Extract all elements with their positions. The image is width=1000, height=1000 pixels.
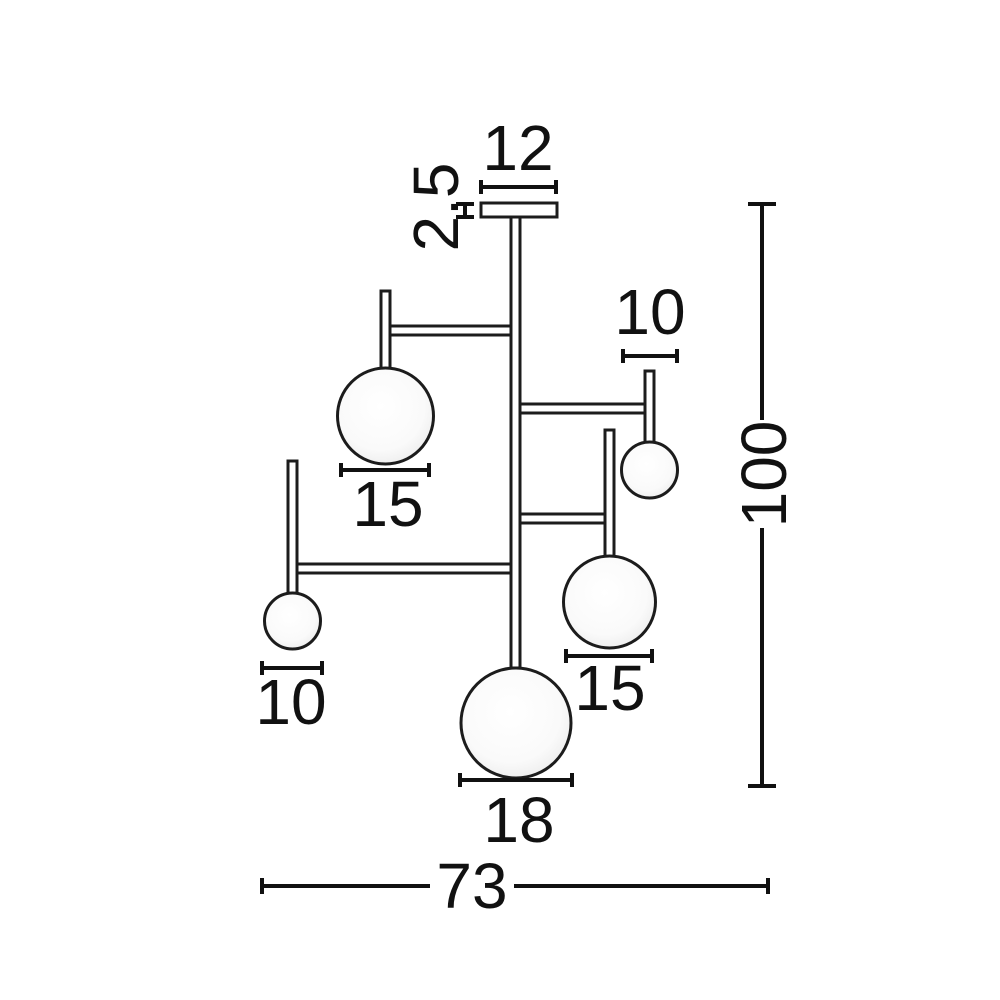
arm-upper-left xyxy=(381,324,519,337)
dimension-overall-width: 73 xyxy=(260,850,770,922)
overall-height-label: 100 xyxy=(728,421,800,528)
mid-right-globe-label: 15 xyxy=(574,652,645,724)
dimension-canopy-width: 12 xyxy=(479,112,558,194)
globe-bottom xyxy=(459,666,573,780)
canopy-width-label: 12 xyxy=(482,112,553,184)
dimension-right-small-globe: 10 xyxy=(614,276,686,363)
dimension-canopy-thickness: 2.5 xyxy=(400,163,474,252)
dimension-mid-right-globe: 15 xyxy=(564,649,654,724)
dimension-upper-left-globe: 15 xyxy=(339,463,431,540)
dimension-overall-height: 100 xyxy=(728,202,800,788)
drop-rod-upper-left xyxy=(379,289,392,371)
globe-right-small xyxy=(620,440,679,500)
upper-left-globe-label: 15 xyxy=(352,468,423,540)
lamp-structure xyxy=(263,201,679,780)
left-small-globe-label: 10 xyxy=(255,666,326,738)
drop-rod-left xyxy=(286,459,299,597)
dimension-bottom-globe: 18 xyxy=(458,773,574,856)
globe-mid-right xyxy=(562,554,657,650)
drop-rod-mid-right xyxy=(603,428,616,560)
globe-upper-left xyxy=(336,366,435,466)
arm-mid-right xyxy=(512,512,613,525)
central-stem xyxy=(509,214,522,670)
arm-right xyxy=(512,402,653,415)
bottom-globe-label: 18 xyxy=(483,784,554,856)
ceiling-canopy xyxy=(479,201,559,219)
canopy-thickness-label: 2.5 xyxy=(400,163,472,252)
drop-rod-right xyxy=(643,369,656,446)
globe-left-small xyxy=(263,591,322,651)
dimension-left-small-globe: 10 xyxy=(255,661,327,738)
overall-width-label: 73 xyxy=(436,850,507,922)
right-small-globe-label: 10 xyxy=(614,276,685,348)
arm-left xyxy=(288,562,518,575)
